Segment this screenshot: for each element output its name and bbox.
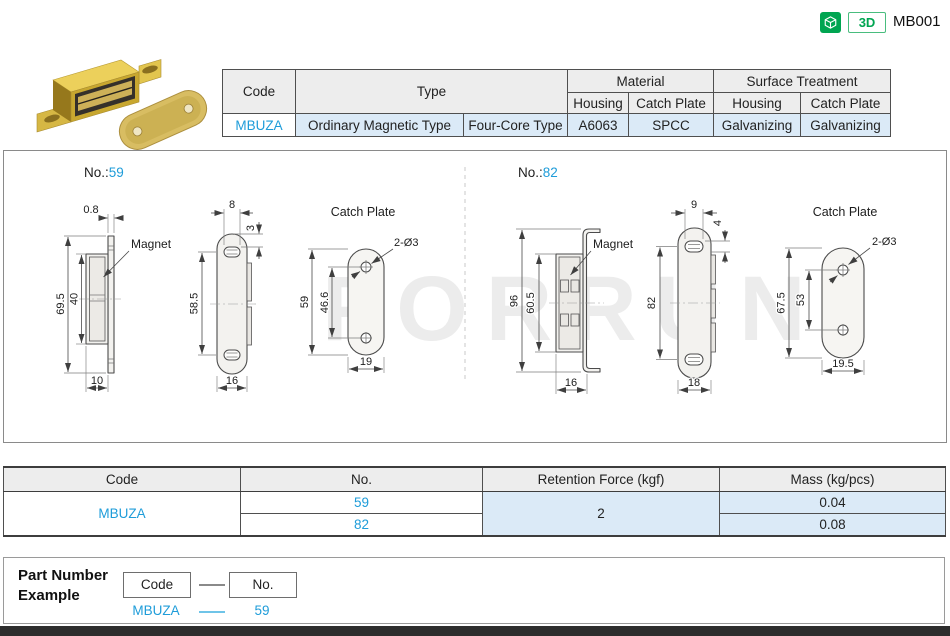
dim-82-plate-pitch: 53 bbox=[795, 294, 807, 306]
data-mass-59: 0.04 bbox=[719, 491, 946, 514]
part-number-code-box: Code bbox=[123, 572, 191, 598]
dim-59-depth: 10 bbox=[91, 375, 103, 387]
dim-82-slot-width: 9 bbox=[691, 199, 697, 211]
magnetic-catch-photo bbox=[36, 59, 162, 133]
data-header-mass: Mass (kg/pcs) bbox=[719, 466, 946, 492]
dim-59-plate-width: 19 bbox=[360, 356, 372, 368]
dim-82-magnet-height: 60.5 bbox=[525, 292, 537, 313]
spec-code-link[interactable]: MBUZA bbox=[222, 113, 296, 137]
part-number-example: Part Number Example Code No. MBUZA 59 bbox=[3, 557, 945, 624]
part-number-value-connector-line bbox=[199, 611, 225, 613]
dim-82-plate-width: 19.5 bbox=[832, 358, 853, 370]
spec-header-material: Material bbox=[567, 69, 714, 93]
spec-header-type: Type bbox=[295, 69, 568, 114]
badge-3d-label: 3D bbox=[848, 12, 886, 33]
data-no-59-link[interactable]: 59 bbox=[240, 491, 483, 514]
dim-59-width: 16 bbox=[226, 375, 238, 387]
drawing-82-front-view: 9 4 82 18 bbox=[645, 198, 730, 394]
catch-plate-photo bbox=[118, 90, 208, 150]
part-number-example-title: Part Number Example bbox=[18, 567, 109, 604]
dim-59-plate-pitch: 46.6 bbox=[319, 292, 331, 313]
footer-bar bbox=[0, 626, 950, 636]
data-no-82-link[interactable]: 82 bbox=[240, 513, 483, 537]
spec-header-code: Code bbox=[222, 69, 296, 114]
part-number-code-value[interactable]: MBUZA bbox=[132, 603, 180, 618]
dim-82-slot-offset: 4 bbox=[712, 220, 724, 226]
dim-59-slot-offset: 3 bbox=[245, 225, 257, 231]
spec-type-sub: Four-Core Type bbox=[463, 113, 568, 137]
dim-82-depth: 16 bbox=[565, 377, 577, 389]
dim-59-thickness: 0.8 bbox=[83, 204, 98, 216]
spec-surface-housing: Galvanizing bbox=[713, 113, 801, 137]
drawing-59-front-view: 8 3 58.5 16 bbox=[187, 198, 263, 392]
data-mass-82: 0.08 bbox=[719, 513, 946, 537]
data-retention-force: 2 bbox=[482, 491, 720, 537]
dim-59-slot-width: 8 bbox=[229, 199, 235, 211]
dim-82-width: 18 bbox=[688, 377, 700, 389]
data-header-no: No. bbox=[240, 466, 483, 492]
dim-82-pitch: 82 bbox=[646, 297, 658, 309]
magnet-label-82: Magnet bbox=[593, 237, 634, 251]
spec-table: Code Type Material Surface Treatment Hou… bbox=[222, 69, 891, 137]
data-header-force: Retention Force (kgf) bbox=[482, 466, 720, 492]
variant-label-82: No.:82 bbox=[518, 165, 558, 180]
cube-3d-icon bbox=[820, 12, 841, 33]
dim-59-plate-holes: 2-Ø3 bbox=[394, 237, 418, 249]
dim-82-height: 96 bbox=[509, 295, 521, 307]
catch-plate-title-59: Catch Plate bbox=[331, 205, 396, 219]
product-photo bbox=[36, 59, 208, 150]
magnet-label-59: Magnet bbox=[131, 237, 172, 251]
dim-59-height: 69.5 bbox=[55, 293, 67, 314]
dim-82-plate-holes: 2-Ø3 bbox=[872, 236, 896, 248]
spec-material-housing: A6063 bbox=[567, 113, 629, 137]
drawing-panel: FORRUN No.:59 No.:82 bbox=[3, 150, 947, 443]
part-number-connector-line bbox=[199, 584, 225, 586]
drawing-59-side-view: 0.8 69.5 40 10 Magnet bbox=[54, 203, 173, 392]
variant-label-59: No.:59 bbox=[84, 165, 124, 180]
catch-plate-title-82: Catch Plate bbox=[813, 205, 878, 219]
spec-material-catch-plate: SPCC bbox=[628, 113, 714, 137]
spec-header-material-catch-plate: Catch Plate bbox=[628, 92, 714, 114]
drawing-59-catch-plate: Catch Plate 59 46.6 19 2-Ø3 bbox=[298, 205, 420, 373]
spec-surface-catch-plate: Galvanizing bbox=[800, 113, 891, 137]
drawing-82-side-view: 96 60.5 16 Magnet bbox=[507, 228, 635, 394]
dim-59-plate-height: 59 bbox=[299, 296, 311, 308]
data-code-link[interactable]: MBUZA bbox=[3, 491, 241, 537]
part-number-no-value[interactable]: 59 bbox=[254, 603, 270, 618]
dim-59-pitch: 58.5 bbox=[189, 293, 201, 314]
spec-header-material-housing: Housing bbox=[567, 92, 629, 114]
data-header-code: Code bbox=[3, 466, 241, 492]
spec-header-surface: Surface Treatment bbox=[713, 69, 891, 93]
spec-type-main: Ordinary Magnetic Type bbox=[295, 113, 464, 137]
drawing-82-catch-plate: Catch Plate 67.5 53 19.5 2-Ø3 bbox=[774, 205, 898, 375]
data-table: Code No. Retention Force (kgf) Mass (kg/… bbox=[3, 466, 946, 537]
dim-59-magnet-height: 40 bbox=[69, 293, 81, 305]
view-3d-badge[interactable]: 3D bbox=[820, 12, 886, 33]
part-number-no-box: No. bbox=[229, 572, 297, 598]
part-code: MB001 bbox=[893, 13, 941, 30]
spec-header-surface-catch-plate: Catch Plate bbox=[800, 92, 891, 114]
spec-header-surface-housing: Housing bbox=[713, 92, 801, 114]
dim-82-plate-height: 67.5 bbox=[776, 292, 788, 313]
